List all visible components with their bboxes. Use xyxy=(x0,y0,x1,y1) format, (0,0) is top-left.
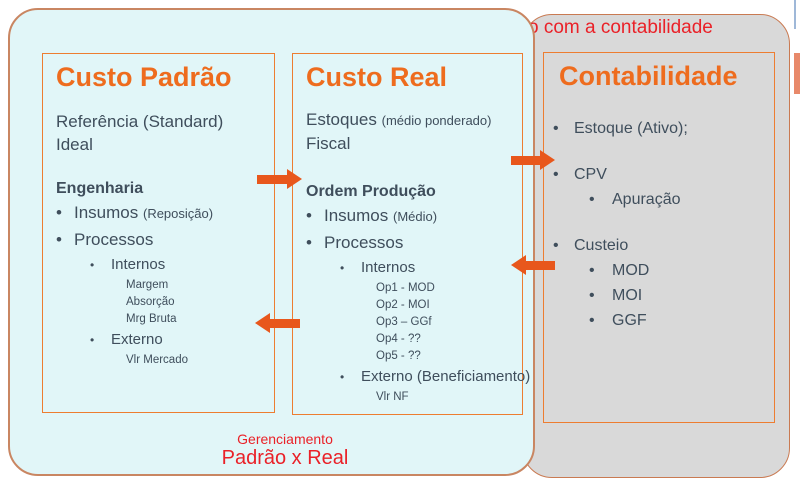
bullet-item: Processos xyxy=(293,230,522,256)
custo-padrao-title: Custo Padrão xyxy=(56,62,232,92)
custo-padrao-line: Ideal xyxy=(56,135,93,154)
bullet-note: (Reposição) xyxy=(142,206,214,221)
bottom-note-line1: Gerenciamento xyxy=(237,431,333,447)
sub-bullet-item: Internos xyxy=(43,253,274,277)
bullet-item: CPV xyxy=(544,163,774,187)
line-text: Estoques xyxy=(306,110,377,129)
bullet-note: (Médio) xyxy=(392,209,438,224)
detail-line: Absorção xyxy=(126,296,175,308)
detail-line: Op2 - MOI xyxy=(376,299,430,311)
bullet-item: Estoque (Ativo); xyxy=(544,117,774,141)
bullet-item: Processos xyxy=(43,227,274,253)
custo-padrao-section: Engenharia xyxy=(56,180,144,197)
sub-bullet-item: Externo xyxy=(43,328,274,352)
bullet-item: Insumos (Reposição) xyxy=(43,200,274,227)
bullet-item: Custeio xyxy=(544,234,774,258)
detail-line: Margem xyxy=(126,279,169,291)
sub-bullet-item: MOI xyxy=(544,283,774,308)
clipped-edge-artifact xyxy=(794,53,800,94)
bottom-note-line2: Padrão x Real xyxy=(221,447,349,470)
sub-bullet-item: MOD xyxy=(544,258,774,283)
bullet-text: Insumos xyxy=(74,203,139,222)
custo-real-section: Ordem Produção xyxy=(306,183,436,200)
custo-real-line: Fiscal xyxy=(306,134,351,153)
bullet-item: Insumos (Médio) xyxy=(293,203,522,230)
bottom-red-note: Gerenciamento Padrão x Real xyxy=(160,431,410,470)
custo-padrao-box: Custo Padrão Referência (Standard) Ideal… xyxy=(42,53,275,413)
detail-line: Op5 - ?? xyxy=(376,350,421,362)
custo-real-title: Custo Real xyxy=(306,62,448,92)
custo-padrao-line: Referência (Standard) xyxy=(56,112,224,131)
top-red-note: o com a contabilidade xyxy=(528,17,713,38)
detail-line: Vlr Mercado xyxy=(126,354,188,366)
sub-bullet-item: Apuração xyxy=(544,187,774,212)
sub-bullet-item: GGF xyxy=(544,308,774,333)
custo-real-box: Custo Real Estoques (médio ponderado) Fi… xyxy=(292,53,530,415)
detail-line: Vlr NF xyxy=(376,391,409,403)
custo-real-line: Estoques (médio ponderado) xyxy=(293,108,522,132)
clipped-edge-artifact xyxy=(794,0,796,29)
detail-line: Op1 - MOD xyxy=(376,282,435,294)
bullet-text: Insumos xyxy=(324,206,389,225)
contabilidade-box: Contabilidade Estoque (Ativo); CPV Apura… xyxy=(543,52,775,423)
contabilidade-title: Contabilidade xyxy=(559,61,738,91)
line-note: (médio ponderado) xyxy=(381,113,492,128)
detail-line: Op3 – GGf xyxy=(376,316,432,328)
detail-line: Mrg Bruta xyxy=(126,313,177,325)
sub-bullet-item: Externo (Beneficiamento) xyxy=(293,365,530,389)
detail-line: Op4 - ?? xyxy=(376,333,421,345)
sub-bullet-item: Internos xyxy=(293,256,522,280)
